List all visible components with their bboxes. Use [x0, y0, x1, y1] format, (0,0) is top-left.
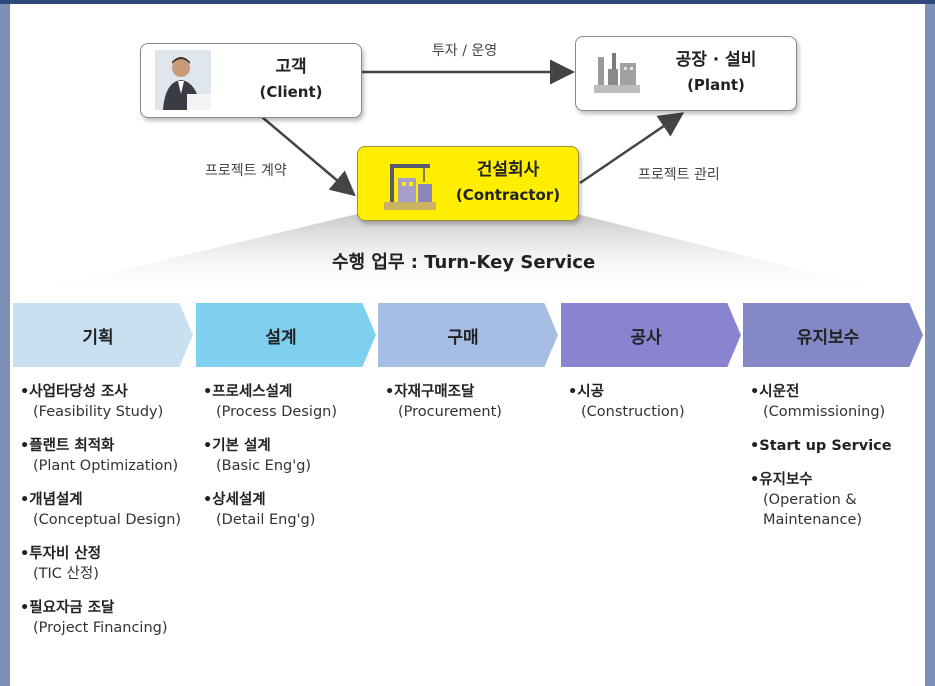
task-english: (Procurement): [398, 404, 502, 420]
task-title: 필요자금 조달: [20, 598, 194, 618]
plant-node: 공장 · 설비 (Plant): [575, 36, 797, 111]
task-title: 개념설계: [20, 490, 194, 510]
task-english: (Construction): [581, 404, 685, 420]
task-english: (Conceptual Design): [33, 512, 182, 528]
task-title: 플랜트 최적화: [20, 436, 194, 456]
stage-task-list-3: 자재구매조달 (Procurement): [385, 382, 559, 436]
stage-task-list-4: 시공 (Construction): [568, 382, 742, 436]
arrow-contractor-to-plant: [579, 112, 685, 185]
stage-chevron-3: [376, 301, 561, 369]
plant-title: 공장 · 설비: [675, 50, 757, 70]
client-node: 고객 (Client): [140, 43, 362, 118]
task-item: 플랜트 최적화 (Plant Optimization): [20, 436, 194, 476]
contractor-subtitle: (Contractor): [455, 186, 561, 204]
task-english: (Process Design): [216, 404, 337, 420]
task-item: 유지보수(Operation & Maintenance): [750, 470, 924, 530]
stage-label-1: 기획: [82, 328, 114, 348]
label-client-to-contractor: 프로젝트 계약: [205, 163, 287, 179]
person-photo-icon: [155, 50, 211, 110]
stage-task-list-1: 사업타당성 조사 (Feasibility Study) 플랜트 최적화 (Plant…: [20, 382, 194, 652]
task-item: 프로세스설계 (Process Design): [203, 382, 377, 422]
task-title: 기본 설계: [203, 436, 377, 456]
task-item: 시공 (Construction): [568, 382, 742, 422]
arrow-client-to-contractor: [261, 116, 356, 197]
task-title: 시운전: [750, 382, 924, 402]
task-english: (Operation & Maintenance): [763, 492, 863, 528]
task-english: (Commissioning): [763, 404, 886, 420]
task-title: 투자비 산정: [20, 544, 194, 564]
service-title: 수행 업무 : Turn-Key Service: [332, 252, 596, 273]
stage-label-3: 구매: [447, 328, 479, 348]
task-item: Start up Service: [750, 436, 924, 456]
task-english: (Detail Eng'g): [216, 512, 316, 528]
stage-task-list-2: 프로세스설계 (Process Design) 기본 설계 (Basic Eng'g)…: [203, 382, 377, 544]
task-item: 기본 설계 (Basic Eng'g): [203, 436, 377, 476]
label-client-to-plant: 투자 / 운영: [432, 43, 498, 59]
task-english: (TIC 산정): [33, 566, 99, 582]
task-english: (Project Financing): [33, 620, 168, 636]
stage-label-4: 공사: [630, 328, 662, 348]
service-fan-shading: [15, 214, 905, 296]
task-item: 시운전 (Commissioning): [750, 382, 924, 422]
label-contractor-to-plant: 프로젝트 관리: [638, 167, 720, 183]
stage-chevron-2: [194, 301, 379, 369]
task-title: 시공: [568, 382, 742, 402]
plant-subtitle: (Plant): [687, 76, 745, 94]
task-english: (Plant Optimization): [33, 458, 179, 474]
task-english: (Feasibility Study): [33, 404, 164, 420]
stage-task-list-5: 시운전 (Commissioning) Start up Service 유지보수(O…: [750, 382, 924, 544]
task-title: Start up Service: [750, 436, 924, 456]
stage-chevron-5: [741, 301, 926, 369]
task-title: 사업타당성 조사: [20, 382, 194, 402]
task-title: 자재구매조달: [385, 382, 559, 402]
task-english: (Basic Eng'g): [216, 458, 312, 474]
task-title: 프로세스설계: [203, 382, 377, 402]
construction-site-icon: [384, 164, 436, 210]
top-border: [0, 0, 935, 4]
factory-icon: [594, 53, 640, 93]
task-title: 유지보수: [750, 470, 924, 490]
task-item: 사업타당성 조사 (Feasibility Study): [20, 382, 194, 422]
task-item: 필요자금 조달 (Project Financing): [20, 598, 194, 638]
stage-label-2: 설계: [265, 328, 297, 348]
task-item: 자재구매조달 (Procurement): [385, 382, 559, 422]
contractor-title: 건설회사: [476, 160, 540, 180]
client-subtitle: (Client): [259, 83, 323, 101]
task-item: 상세설계 (Detail Eng'g): [203, 490, 377, 530]
contractor-node: 건설회사 (Contractor): [357, 146, 579, 221]
stage-chevron-1: [11, 301, 196, 369]
stage-label-5: 유지보수: [796, 328, 860, 348]
client-title: 고객: [275, 57, 307, 77]
task-item: 개념설계 (Conceptual Design): [20, 490, 194, 530]
stage-chevron-4: [559, 301, 744, 369]
task-item: 투자비 산정 (TIC 산정): [20, 544, 194, 584]
task-title: 상세설계: [203, 490, 377, 510]
